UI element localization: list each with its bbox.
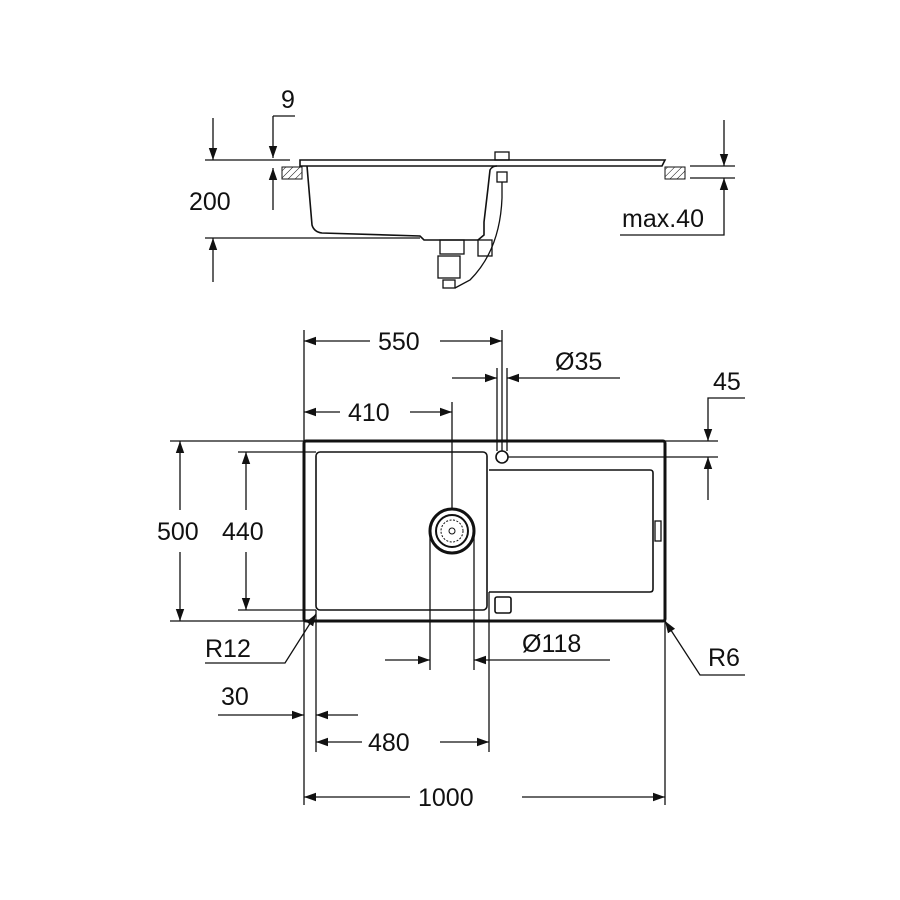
dim-440-label: 440 — [222, 518, 264, 546]
dim-480-label: 480 — [368, 729, 410, 757]
dim-118-label: Ø118 — [522, 630, 581, 658]
bowl-outline — [315, 451, 488, 611]
dim-max40-label: max.40 — [622, 205, 704, 233]
dim-45-label: 45 — [713, 368, 741, 396]
worktop-left-section — [281, 166, 303, 180]
dim-1000-label: 1000 — [418, 784, 474, 812]
dim-r6-leader — [664, 620, 745, 676]
dim-30-label: 30 — [221, 683, 249, 711]
overflow-connector — [477, 239, 493, 257]
dim-45-arrow-top — [703, 397, 745, 441]
worktop-right-section — [664, 166, 686, 180]
dim-r6-label: R6 — [708, 644, 740, 672]
tap-fitting — [494, 151, 510, 161]
dim-200-label: 200 — [189, 188, 231, 216]
dim-max40-arrow-bottom — [620, 178, 729, 236]
overflow-square — [494, 596, 512, 614]
waste-outlet — [442, 279, 456, 289]
side-view: 9 200 max.40 — [189, 86, 735, 289]
sink-outline — [302, 439, 667, 623]
trap — [437, 255, 461, 279]
drainer-outline — [489, 469, 654, 593]
bowl-profile — [306, 165, 498, 241]
dim-9-label: 9 — [281, 86, 295, 114]
overflow-hose — [454, 182, 503, 289]
dim-410-label: 410 — [348, 399, 390, 427]
dim-r12-label: R12 — [205, 635, 251, 663]
drain-body — [439, 239, 465, 255]
overflow-slot — [654, 520, 662, 542]
dim-35-label: Ø35 — [555, 348, 602, 376]
sink-rim-profile — [299, 159, 667, 167]
tap-hole — [495, 450, 509, 464]
top-view: 550 Ø35 45 410 500 440 R12 R6 — [157, 328, 745, 812]
drain-icon — [428, 507, 476, 555]
dim-550-label: 550 — [378, 328, 420, 356]
overflow-fitting — [496, 171, 508, 183]
dim-500-label: 500 — [157, 518, 199, 546]
dim-r12-leader — [205, 613, 317, 664]
